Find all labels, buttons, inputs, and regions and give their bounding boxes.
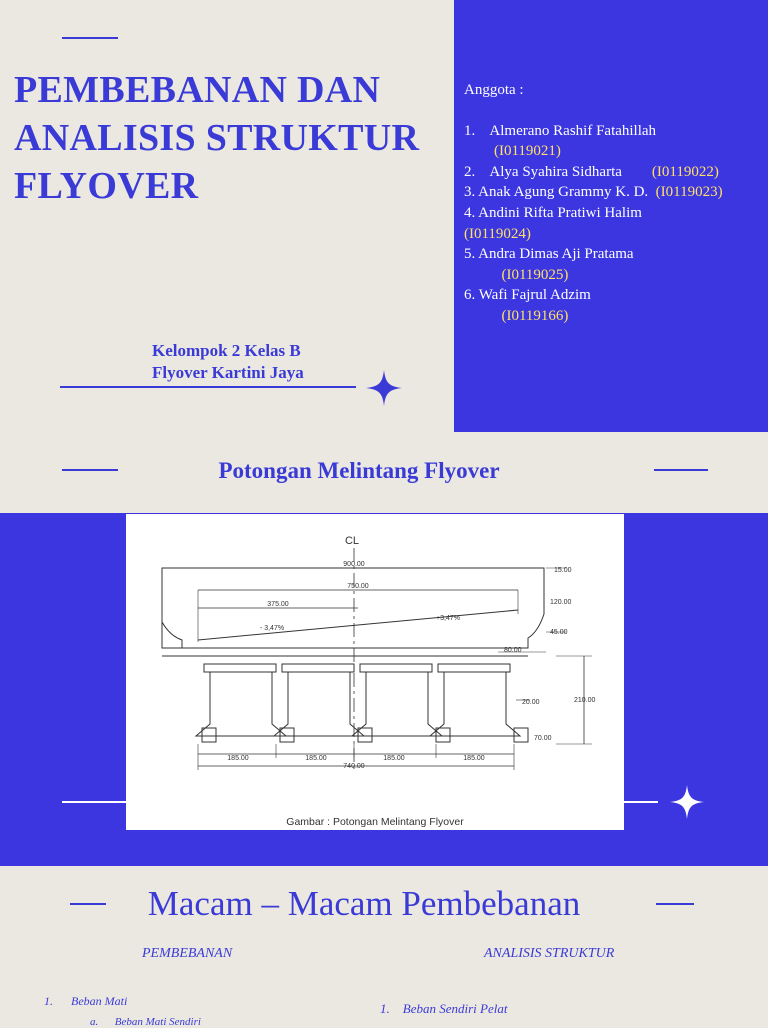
decor-line	[62, 801, 126, 803]
member-line: (I0119024)	[464, 224, 723, 245]
member-line: (I0119166)	[464, 306, 723, 327]
project-line: Flyover Kartini Jaya	[152, 363, 304, 382]
dim-total-width: 900.00	[343, 561, 365, 568]
decor-line	[62, 37, 118, 39]
title-line-2: ANALISIS STRUKTUR	[14, 117, 420, 159]
member-text	[464, 143, 494, 159]
member-nim: (I0119024)	[464, 225, 531, 242]
dim-bottom-total: 740.00	[343, 763, 365, 770]
member-text: 4. Andini Rifta Pratiwi Halim	[464, 204, 642, 221]
decor-line	[60, 386, 356, 388]
sparkle-icon	[366, 370, 402, 406]
group-line: Kelompok 2 Kelas B	[152, 341, 301, 360]
member-text	[464, 267, 502, 283]
title-line-1: PEMBEBANAN DAN	[14, 69, 381, 111]
member-nim: (I0119025)	[501, 266, 569, 283]
member-text	[464, 308, 502, 324]
list-item: 1. Beban Sendiri Pelat	[380, 1001, 508, 1016]
dim-80: 80.00	[504, 647, 522, 654]
figure-caption: Gambar : Potongan Melintang Flyover	[286, 816, 464, 828]
cross-section-figure: CL 900.00 750.00 375.00 - 3,47% +3,47% 1…	[126, 514, 624, 830]
dim-span: 185.00	[227, 755, 249, 762]
decor-line	[70, 903, 106, 905]
title-line-3: FLYOVER	[14, 165, 199, 207]
page-title: PEMBEBANAN DAN ANALISIS STRUKTUR FLYOVER	[14, 66, 444, 210]
member-nim: (I0119021)	[494, 143, 561, 160]
members-panel: Anggota : 1. Almerano Rashif Fatahillah (…	[454, 0, 768, 432]
group-info: Kelompok 2 Kelas B Flyover Kartini Jaya	[152, 340, 304, 384]
member-line: 1. Almerano Rashif Fatahillah	[464, 121, 723, 142]
centerline-label: CL	[345, 535, 359, 547]
dim-45: 45.00	[550, 629, 568, 636]
member-nim: (I0119022)	[651, 163, 719, 180]
dim-span: 185.00	[305, 755, 327, 762]
decor-line	[624, 801, 658, 803]
dim-road-width: 750.00	[347, 583, 369, 590]
members-heading: Anggota :	[464, 82, 524, 98]
member-line: 2. Alya Syahira Sidharta (I0119022)	[464, 162, 723, 183]
section-title: Potongan Melintang Flyover	[218, 458, 500, 483]
cross-section-drawing: CL 900.00 750.00 375.00 - 3,47% +3,47% 1…	[161, 535, 596, 828]
dim-120: 120.00	[550, 599, 572, 606]
slope-right: +3,47%	[436, 615, 460, 622]
member-text: 2. Alya Syahira Sidharta	[464, 163, 652, 180]
member-line: 3. Anak Agung Grammy K. D. (I0119023)	[464, 182, 723, 203]
members-list: Anggota : 1. Almerano Rashif Fatahillah (…	[464, 80, 723, 327]
dim-210: 210.00	[574, 697, 596, 704]
decor-line	[654, 469, 708, 471]
dim-span: 185.00	[383, 755, 405, 762]
dim-half-width: 375.00	[267, 601, 289, 608]
member-line: 5. Andra Dimas Aji Pratama	[464, 244, 723, 265]
sparkle-icon	[670, 785, 704, 819]
list-item-sub: a. Beban Mati Sendiri	[90, 1016, 201, 1028]
member-line: (I0119021)	[464, 141, 723, 162]
member-text: 6. Wafi Fajrul Adzim	[464, 287, 591, 304]
decor-line	[656, 903, 694, 905]
dim-span: 185.00	[463, 755, 485, 762]
member-line: 6. Wafi Fajrul Adzim	[464, 285, 723, 306]
member-text: 3. Anak Agung Grammy K. D.	[464, 184, 656, 201]
decor-line	[62, 469, 118, 471]
member-nim: (I0119023)	[655, 184, 723, 201]
column-heading-analisis: ANALISIS STRUKTUR	[484, 946, 615, 961]
member-line: (I0119025)	[464, 265, 723, 286]
dim-15: 15.00	[554, 567, 572, 574]
member-line: 4. Andini Rifta Pratiwi Halim	[464, 203, 723, 224]
member-text: 1. Almerano Rashif Fatahillah	[464, 122, 657, 139]
column-heading-pembebanan: PEMBEBANAN	[142, 946, 233, 961]
member-nim: (I0119166)	[501, 307, 569, 324]
member-text: 5. Andra Dimas Aji Pratama	[464, 246, 634, 263]
dim-70: 70.00	[534, 735, 552, 742]
list-item: 1. Beban Mati	[44, 994, 128, 1008]
slope-left: - 3,47%	[260, 625, 284, 632]
section-heading: Macam – Macam Pembebanan	[147, 884, 581, 923]
dim-20: 20.00	[522, 699, 540, 706]
